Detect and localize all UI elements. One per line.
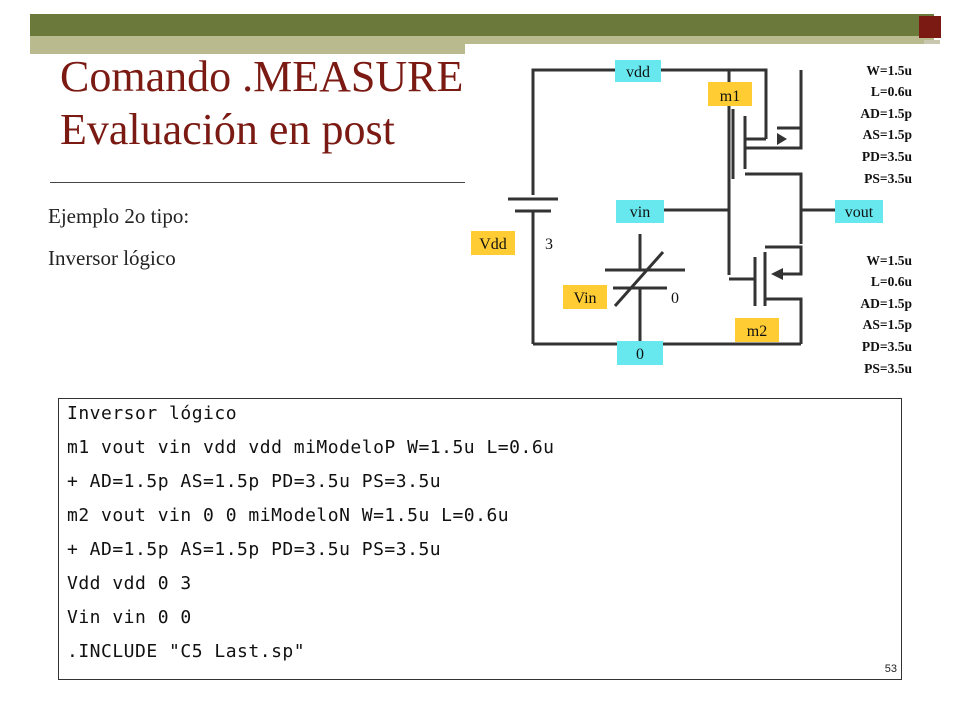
vdd-source-box <box>471 231 515 255</box>
code-line: Vin vin 0 0 <box>67 607 192 628</box>
code-line: Vdd vdd 0 3 <box>67 573 192 594</box>
m2-param-ps: PS=3.5u <box>864 361 912 376</box>
pmos-arrow <box>777 133 787 145</box>
vin-source-label: Vin <box>573 290 596 307</box>
example-heading: Ejemplo 2o tipo: <box>48 204 190 228</box>
node-vdd-label: vdd <box>626 64 650 81</box>
node-vin-box <box>616 200 664 223</box>
m2-param-l: L=0.6u <box>871 274 913 289</box>
m1-params: W=1.5u L=0.6u AD=1.5p AS=1.5p PD=3.5u PS… <box>860 63 912 186</box>
code-line: m1 vout vin vdd vdd miModeloP W=1.5u L=0… <box>67 437 555 458</box>
m1-param-ad: AD=1.5p <box>860 106 912 121</box>
m2-label: m2 <box>747 323 767 340</box>
m1-param-w: W=1.5u <box>866 63 912 78</box>
m2-params: W=1.5u L=0.6u AD=1.5p AS=1.5p PD=3.5u PS… <box>860 253 912 376</box>
m1-param-as: AS=1.5p <box>863 127 912 142</box>
header-accent-box <box>919 16 941 38</box>
m1-param-ps: PS=3.5u <box>864 171 912 186</box>
m1-param-l: L=0.6u <box>871 84 913 99</box>
m1-box <box>708 82 752 106</box>
code-line: .INCLUDE "C5 Last.sp" <box>67 641 306 662</box>
header-bar <box>30 14 934 36</box>
m2-param-as: AS=1.5p <box>863 317 912 332</box>
vdd-source-value: 3 <box>545 236 553 253</box>
nmos-arrow <box>771 268 783 280</box>
page-number: 53 <box>884 663 897 675</box>
code-line: m2 vout vin 0 0 miModeloN W=1.5u L=0.6u <box>67 505 510 526</box>
slide-title: Comando .MEASURE Evaluación en post <box>60 50 463 156</box>
code-line: + AD=1.5p AS=1.5p PD=3.5u PS=3.5u <box>67 471 442 492</box>
code-line: Inversor lógico <box>67 403 238 424</box>
code-line: + AD=1.5p AS=1.5p PD=3.5u PS=3.5u <box>67 539 442 560</box>
inverter-circuit-diagram: vdd m1 vin vout Vdd 3 Vin 0 m2 0 W=1.5u … <box>465 44 940 389</box>
node-gnd-box <box>617 341 663 365</box>
netlist-code-box: Inversor lógico m1 vout vin vdd vdd miMo… <box>58 398 902 680</box>
m2-box <box>735 318 779 342</box>
vin-source-value: 0 <box>671 290 679 307</box>
title-line-1: Comando .MEASURE <box>60 52 464 101</box>
vdd-source-label: Vdd <box>479 236 507 253</box>
example-subheading: Inversor lógico <box>48 246 176 270</box>
m1-label: m1 <box>720 88 740 105</box>
node-vout-label: vout <box>845 204 874 221</box>
vin-source-box <box>563 285 607 309</box>
vin-source-symbol <box>605 251 685 307</box>
m2-param-pd: PD=3.5u <box>862 339 913 354</box>
vdd-source-symbol <box>508 197 558 213</box>
m1-param-pd: PD=3.5u <box>862 149 913 164</box>
m2-param-w: W=1.5u <box>866 253 912 268</box>
node-gnd-label: 0 <box>636 346 644 363</box>
circuit-wires <box>531 68 835 346</box>
node-vout-box <box>835 200 883 223</box>
node-vin-label: vin <box>630 204 650 221</box>
title-line-2: Evaluación en post <box>60 105 395 154</box>
node-vdd-box <box>615 60 661 82</box>
m2-param-ad: AD=1.5p <box>860 296 912 311</box>
title-divider <box>50 182 480 183</box>
